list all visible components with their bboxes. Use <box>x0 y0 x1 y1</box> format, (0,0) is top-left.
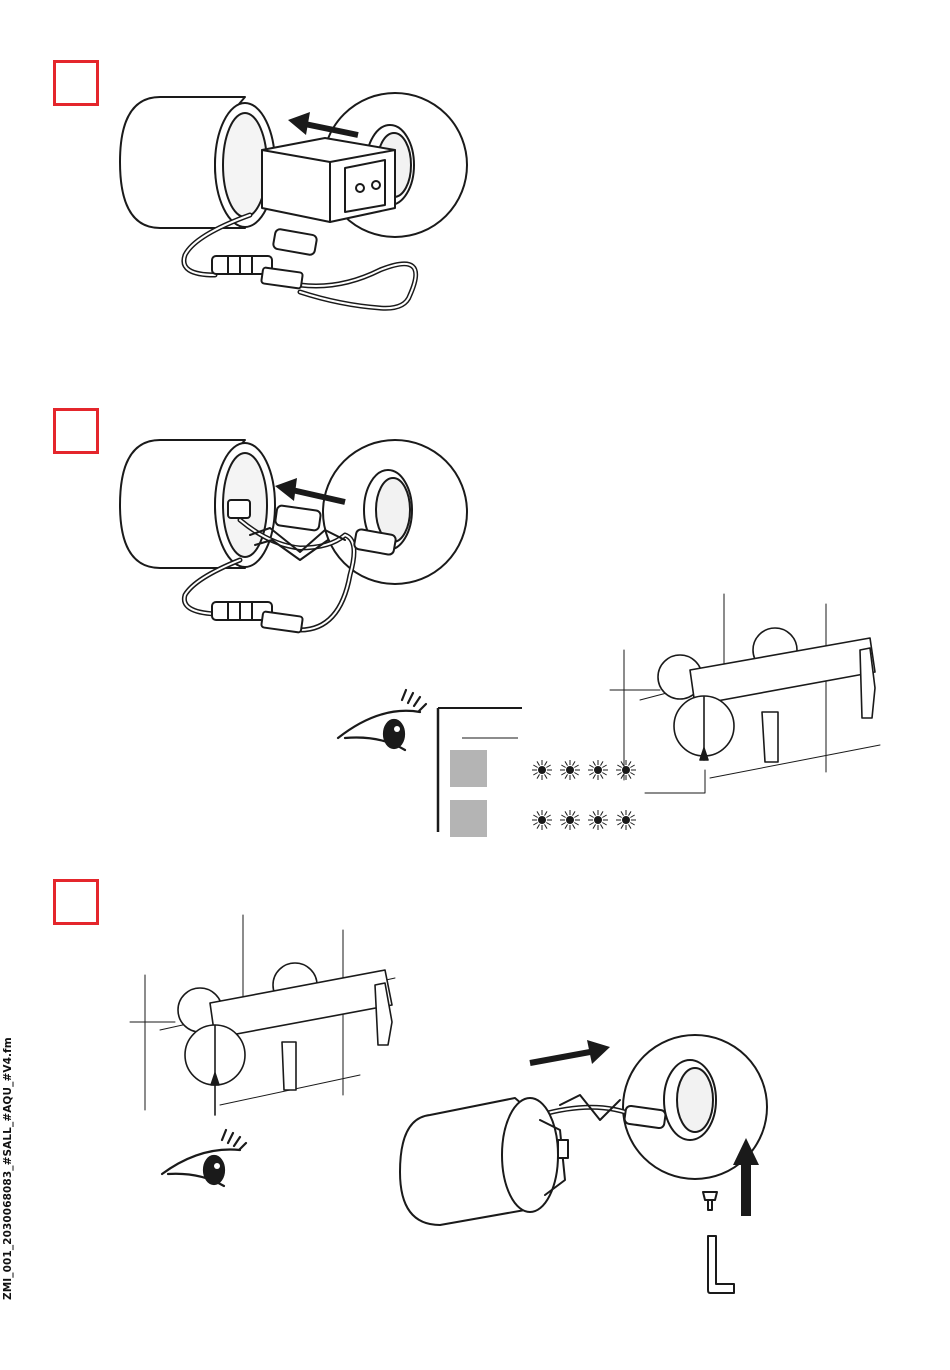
arrow-icon <box>530 1040 610 1064</box>
eye-icon <box>162 1130 246 1186</box>
screw-icon <box>703 1192 717 1210</box>
faucet-step-3 <box>130 915 395 1115</box>
hex-key-icon <box>708 1236 734 1293</box>
file-label: ZMI_001_2030068083_#SALL_#AQU_#V4.fm <box>2 1037 14 1300</box>
